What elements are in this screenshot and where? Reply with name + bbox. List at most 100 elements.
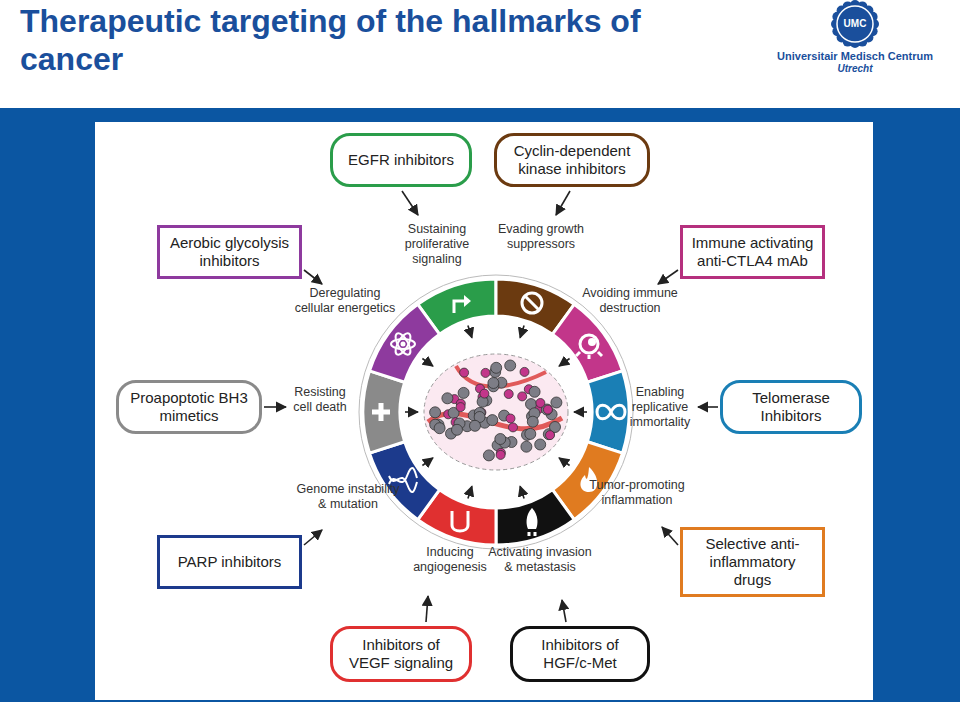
tumour-cell [458, 387, 469, 398]
tumour-cell [452, 424, 463, 435]
tumour-cell [460, 368, 469, 377]
inward-arrow [422, 458, 433, 466]
hallmark-icon [391, 339, 415, 349]
tumour-cell [505, 360, 516, 371]
tumour-cell [442, 393, 453, 404]
drug-name: Inhibitors of HGF/c-Met [521, 636, 639, 672]
logo-emblem [831, 0, 879, 48]
logo-text: Universitair Medisch Centrum [770, 50, 940, 63]
tumour-cell [480, 389, 489, 398]
tumour-outline [424, 354, 568, 470]
drug-name: Selective anti-inflammatory drugs [691, 535, 814, 589]
drug-name: Telomerase Inhibitors [731, 389, 851, 425]
tumour-cell [481, 368, 490, 377]
inward-arrow [574, 411, 587, 413]
drug-box: Aerobic glycolysis inhibitors [157, 225, 302, 279]
wheel-centre [402, 318, 590, 506]
tumour-cell [529, 386, 540, 397]
hallmark-icon [525, 296, 539, 310]
tumour-cell [509, 423, 518, 432]
hallmark-icon [393, 331, 414, 357]
drug-box: Selective anti-inflammatory drugs [680, 527, 825, 597]
tumour-cell [495, 434, 506, 445]
hallmark-label: Sustaining proliferative signaling [382, 222, 492, 267]
wheel-rim [359, 275, 633, 549]
tumour-cell [551, 397, 562, 408]
hallmark-label: Resisting cell death [284, 385, 356, 415]
drug-name: Inhibitors of VEGF signaling [341, 636, 461, 672]
tumour-cell [506, 414, 515, 423]
tumour-cell [518, 392, 527, 401]
hallmark-icon [452, 511, 468, 531]
hallmark-segment [363, 371, 405, 453]
tumour-cell [434, 423, 445, 434]
rounded-drug-box: Proapoptotic BH3 mimetics [116, 380, 262, 434]
tumour-cell [483, 450, 494, 461]
logo-text: UMC [835, 18, 875, 30]
slide-title: Therapeutic targeting of the hallmarks o… [20, 2, 740, 78]
hallmark-icon [597, 405, 625, 419]
leader-arrow [304, 530, 322, 545]
tumour-cell [520, 367, 529, 376]
rounded-drug-box: Cyclin-dependent kinase inhibitors [494, 133, 650, 187]
drug-name: Proapoptotic BH3 mimetics [127, 389, 251, 425]
hallmark-segment [587, 371, 629, 453]
tumour-cell [521, 441, 532, 452]
hallmark-icon [580, 335, 598, 353]
rounded-drug-box: Inhibitors of VEGF signaling [330, 626, 472, 682]
leader-arrows [264, 191, 718, 622]
inward-arrow [559, 458, 570, 466]
tumour-cell [536, 399, 545, 408]
inward-arrow [405, 411, 418, 413]
hallmark-icon [464, 295, 471, 307]
inward-arrow [520, 486, 524, 498]
leader-arrow [556, 191, 570, 215]
rounded-drug-box: Telomerase Inhibitors [720, 380, 862, 434]
leader-arrow [426, 596, 428, 622]
inward-arrow [559, 359, 570, 367]
tumour-cell [527, 416, 538, 427]
rounded-drug-box: EGFR inhibitors [330, 133, 472, 187]
logo-text: Utrecht [770, 63, 940, 75]
hallmark-icon [527, 508, 538, 529]
hallmark-label: Enabling replicative immortality [606, 385, 714, 430]
tumour-cell [470, 420, 481, 431]
hallmark-wheel [359, 275, 633, 549]
drug-name: Immune activating anti-CTLA4 mAb [691, 234, 814, 270]
hallmark-icon [529, 532, 535, 536]
tumour-cell [546, 431, 555, 440]
tumour-cell [488, 378, 499, 389]
drug-box: PARP inhibitors [157, 535, 302, 589]
leader-arrow [402, 191, 418, 215]
drug-name: EGFR inhibitors [348, 151, 454, 169]
hallmark-icon [576, 352, 602, 359]
rounded-drug-box: Inhibitors of HGF/c-Met [510, 626, 650, 682]
leader-arrow [698, 406, 718, 408]
drug-box: Immune activating anti-CTLA4 mAb [680, 225, 825, 279]
hallmark-label: Evading growth suppressors [486, 222, 596, 252]
leader-arrow [264, 406, 286, 408]
drug-name: Cyclin-dependent kinase inhibitors [505, 142, 639, 178]
drug-name: PARP inhibitors [178, 553, 282, 571]
tumour-cell [496, 450, 505, 459]
hallmark-label: Tumor-promoting inflammation [586, 478, 688, 508]
tumour-cell [504, 390, 513, 399]
hallmark-icon [393, 331, 414, 357]
inward-arrow [468, 486, 472, 498]
hallmark-label: Inducing angiogenesis [398, 545, 502, 575]
tumour-cell [487, 415, 498, 426]
hallmark-label: Genome instability & mutation [295, 482, 401, 512]
inward-arrow [422, 359, 433, 367]
hallmark-label: Activating invasion & metastasis [488, 545, 592, 575]
inward-arrow [520, 326, 524, 338]
hallmark-label: Deregulating cellular energetics [292, 286, 398, 316]
leader-arrow [304, 270, 322, 284]
leader-arrow [658, 270, 678, 284]
hallmark-icon [522, 293, 542, 313]
tumour-cell [491, 362, 502, 373]
inward-arrow [468, 326, 472, 338]
tumour-cell [525, 428, 536, 439]
hallmark-icon [588, 338, 596, 346]
hallmark-icon [379, 403, 384, 421]
tumour-cell [543, 405, 552, 414]
